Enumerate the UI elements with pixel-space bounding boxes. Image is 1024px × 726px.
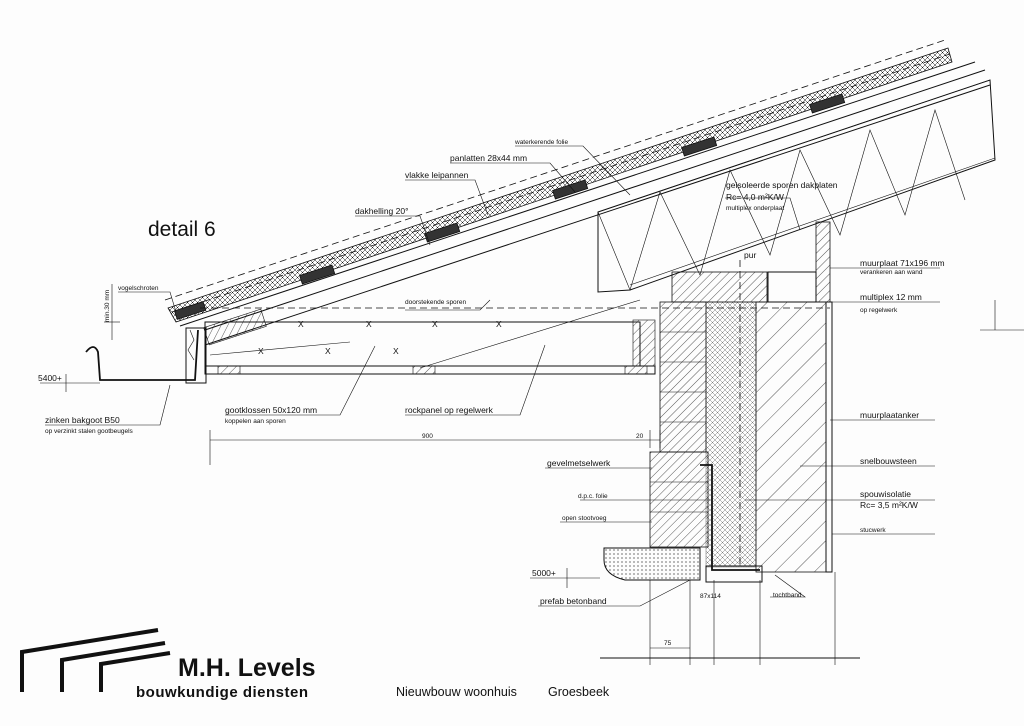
- roof-panel: [597, 79, 996, 293]
- label-verankeren: verankeren aan wand: [860, 269, 923, 276]
- label-geisoleerde-sporen: geisoleerde sporen dakplaten: [726, 180, 838, 190]
- label-snelbouwsteen: snelbouwsteen: [860, 456, 917, 466]
- label-vogelschroten: vogelschroten: [118, 285, 159, 292]
- dimension-20: 20: [636, 433, 644, 440]
- label-waterkerende-folie: waterkerende folie: [514, 139, 568, 146]
- detail-title: detail 6: [148, 218, 216, 241]
- svg-text:X: X: [366, 319, 372, 329]
- label-dakhelling: dakhelling 20°: [355, 206, 409, 216]
- label-muurplaatanker: muurplaatanker: [860, 410, 919, 420]
- svg-text:X: X: [325, 346, 331, 356]
- project-location: Groesbeek: [548, 685, 610, 699]
- dimension-900: 900: [422, 433, 433, 440]
- label-stucwerk: stucwerk: [860, 527, 886, 534]
- label-tochtband: tochtband: [773, 592, 802, 599]
- label-gevelmetselwerk: gevelmetselwerk: [547, 458, 611, 468]
- label-pur: pur: [744, 250, 756, 260]
- roof-slope: [164, 39, 991, 346]
- label-rc-wall: Rc= 3,5 m²K/W: [860, 500, 918, 510]
- svg-text:X: X: [432, 319, 438, 329]
- level-5400: 5400+: [38, 373, 62, 383]
- firm-name: M.H. Levels: [178, 654, 316, 682]
- dimension-lines: [40, 284, 1024, 588]
- label-op-regelwerk: op regelwerk: [860, 307, 898, 314]
- label-muurplaat: muurplaat 71x196 mm: [860, 258, 945, 268]
- label-multiplex-12: multiplex 12 mm: [860, 292, 922, 302]
- label-multiplex-onderplaat: multiplex onderplaat: [726, 205, 784, 212]
- label-op-verzinkt: op verzinkt stalen gootbeugels: [45, 428, 134, 435]
- wall-plate: [671, 221, 831, 303]
- label-gootklossen: gootklossen 50x120 mm: [225, 405, 317, 415]
- wall-section: [603, 260, 833, 583]
- label-open-stootvoeg: open stootvoeg: [562, 515, 607, 522]
- dimension-87x114: 87x114: [700, 593, 721, 600]
- label-vlakke-leipannen: vlakke leipannen: [405, 170, 469, 180]
- eaves-zone: X X X X X X X: [200, 299, 830, 375]
- label-dpc-folie: d.p.c. folie: [578, 493, 608, 500]
- label-rockpanel: rockpanel op regelwerk: [405, 405, 494, 415]
- firm-logo: [20, 628, 171, 692]
- label-panlatten: panlatten 28x44 mm: [450, 153, 527, 163]
- svg-text:X: X: [298, 319, 304, 329]
- label-spouwisolatie: spouwisolatie: [860, 489, 911, 499]
- label-zinken-bakgoot: zinken bakgoot B50: [45, 415, 120, 425]
- level-5000: 5000+: [532, 568, 556, 578]
- leader-lines: [45, 145, 940, 607]
- svg-text:X: X: [258, 346, 264, 356]
- svg-text:X: X: [496, 319, 502, 329]
- dimension-75: 75: [664, 640, 672, 647]
- label-min-30: min.30 mm: [104, 290, 111, 322]
- label-koppelen: koppelen aan sporen: [225, 418, 286, 425]
- gutter: [85, 327, 207, 384]
- firm-subtitle: bouwkundige diensten: [136, 684, 309, 701]
- project-name: Nieuwbouw woonhuis: [396, 685, 517, 699]
- label-rc-roof: Rc= 4,0 m²K/W: [726, 192, 784, 202]
- label-doorstekende-sporen: doorstekende sporen: [405, 299, 466, 306]
- foundation-lines: [600, 572, 860, 665]
- svg-text:X: X: [393, 346, 399, 356]
- label-prefab-betonband: prefab betonband: [540, 596, 607, 606]
